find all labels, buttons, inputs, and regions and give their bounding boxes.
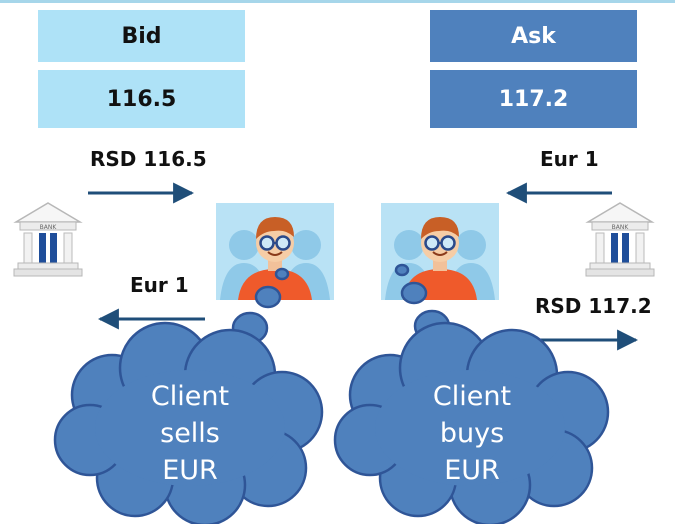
bid-value-box: 116.5 [38, 70, 245, 128]
bank-sign-left: BANK [40, 224, 58, 231]
cloud-text-right: Client buys EUR [392, 378, 552, 489]
top-divider [0, 0, 675, 3]
ask-value-box: 117.2 [430, 70, 637, 128]
right-bottom-amount: RSD 117.2 [535, 294, 652, 318]
left-top-amount: RSD 116.5 [90, 147, 207, 171]
left-bottom-amount: Eur 1 [130, 273, 189, 297]
thought-dot-left-2 [254, 285, 282, 309]
bank-icon-left: BANK [13, 202, 83, 277]
right-top-amount: Eur 1 [540, 147, 599, 171]
bank-sign-right: BANK [612, 224, 630, 231]
cloud-text-left: Client sells EUR [110, 378, 270, 489]
thought-dot-right-2 [400, 281, 428, 305]
cloud-right-line-3: EUR [444, 455, 500, 486]
bid-header: Bid [121, 23, 162, 49]
thought-dot-right-1 [394, 263, 410, 277]
cloud-left-line-1: Client [150, 381, 230, 412]
ask-header-box: Ask [430, 10, 637, 62]
ask-header: Ask [511, 23, 556, 49]
cloud-right-line-1: Client [432, 381, 512, 412]
bank-icon-right: BANK [585, 202, 655, 277]
bid-header-box: Bid [38, 10, 245, 62]
thought-dot-left-1 [274, 267, 290, 281]
cloud-left-line-3: EUR [162, 455, 218, 486]
bid-value: 116.5 [106, 86, 177, 112]
cloud-left-line-2: sells [160, 418, 220, 449]
cloud-right-line-2: buys [439, 418, 505, 449]
ask-value: 117.2 [498, 86, 569, 112]
client-avatar-left [216, 203, 334, 300]
